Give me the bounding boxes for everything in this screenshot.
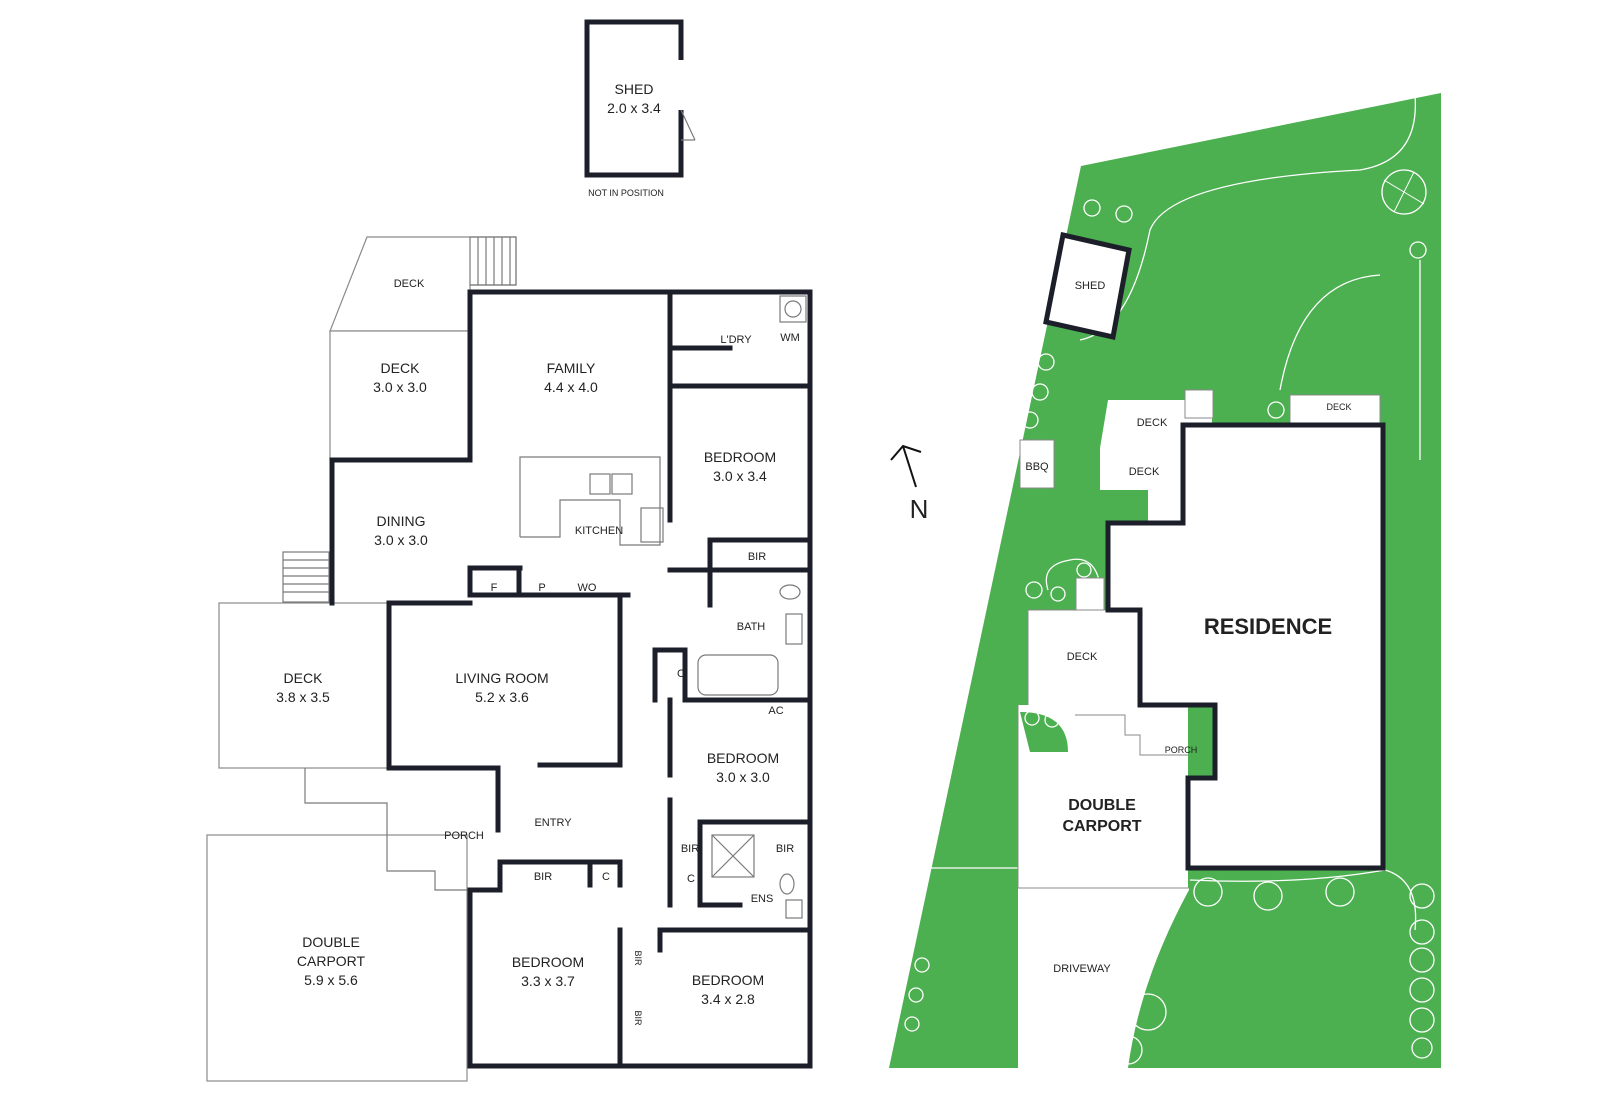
- bir-sw-label: BIR: [534, 871, 552, 883]
- site-deck-c-label: DECK: [1129, 466, 1160, 478]
- wo-label: WO: [578, 582, 597, 594]
- site-deck-b-label: DECK: [1326, 402, 1351, 412]
- family-label: FAMILY: [547, 360, 596, 376]
- fridge-label: F: [491, 582, 498, 594]
- porch-label: PORCH: [444, 830, 484, 842]
- carport-outline: [206, 834, 468, 1082]
- stairs-upper: [469, 236, 517, 286]
- compass-label: N: [910, 494, 929, 524]
- site-carport-label-1: DOUBLE: [1068, 797, 1136, 814]
- ac-label: AC: [768, 705, 783, 717]
- carport-label-1: DOUBLE: [302, 934, 360, 950]
- shed-size: 2.0 x 3.4: [607, 100, 661, 116]
- site-deck-a-label: DECK: [1137, 417, 1168, 429]
- site-porch-label: PORCH: [1165, 745, 1198, 755]
- north-compass: N: [890, 444, 929, 524]
- deck-lower-size: 3.8 x 3.5: [276, 689, 330, 705]
- bir-v2-label: BIR: [633, 1010, 643, 1026]
- entry-label: ENTRY: [534, 817, 572, 829]
- c-bath-label: C: [677, 668, 685, 680]
- residence-label: RESIDENCE: [1204, 614, 1332, 639]
- dining-size: 3.0 x 3.0: [374, 532, 428, 548]
- shed-detail: SHED 2.0 x 3.4 NOT IN POSITION: [584, 19, 696, 198]
- bir-mid-left-label: BIR: [681, 843, 699, 855]
- kitchen-label: KITCHEN: [575, 525, 623, 537]
- site-shed-label: SHED: [1075, 280, 1106, 292]
- deck-upper-label: DECK: [394, 278, 425, 290]
- bedroom-sw-size: 3.3 x 3.7: [521, 973, 575, 989]
- ens-label: ENS: [751, 893, 774, 905]
- site-deck-d-label: DECK: [1067, 651, 1098, 663]
- pantry-label: P: [538, 582, 545, 594]
- site-bbq-label: BBQ: [1025, 461, 1049, 473]
- bath-label: BATH: [737, 621, 766, 633]
- bedroom-se-size: 3.4 x 2.8: [701, 991, 755, 1007]
- trees: [904, 169, 1435, 1065]
- bedroom-sw-label: BEDROOM: [512, 954, 584, 970]
- floor-plan: DECK DECK 3.0 x 3.0 FAMILY 4.4 x 4.0 L'D…: [206, 236, 813, 1082]
- bedroom-ne-label: BEDROOM: [704, 449, 776, 465]
- laundry-label: L'DRY: [720, 334, 752, 346]
- c-ens-label: C: [687, 873, 695, 885]
- bir-v1-label: BIR: [633, 950, 643, 966]
- family-size: 4.4 x 4.0: [544, 379, 598, 395]
- stairs-west: [282, 551, 330, 603]
- bir-ne-label: BIR: [748, 551, 766, 563]
- bedroom-mid-size: 3.0 x 3.0: [716, 769, 770, 785]
- site-carport-label-2: CARPORT: [1062, 818, 1141, 835]
- deck-lower-outline: [218, 602, 390, 769]
- driveway-label: DRIVEWAY: [1053, 963, 1111, 975]
- bedroom-se-label: BEDROOM: [692, 972, 764, 988]
- site-shed: [1043, 231, 1132, 341]
- carport-size: 5.9 x 5.6: [304, 972, 358, 988]
- shed-name: SHED: [615, 81, 654, 97]
- deck-west-label: DECK: [381, 360, 421, 376]
- bedroom-mid-label: BEDROOM: [707, 750, 779, 766]
- deck-west-size: 3.0 x 3.0: [373, 379, 427, 395]
- living-size: 5.2 x 3.6: [475, 689, 529, 705]
- living-label: LIVING ROOM: [455, 670, 548, 686]
- dining-label: DINING: [377, 513, 426, 529]
- wm-label: WM: [780, 332, 800, 344]
- c-sw-label: C: [602, 871, 610, 883]
- shed-note: NOT IN POSITION: [588, 188, 664, 198]
- deck-west-outline: [329, 330, 471, 461]
- deck-lower-label: DECK: [284, 670, 324, 686]
- bir-mid-right-label: BIR: [776, 843, 794, 855]
- bedroom-ne-size: 3.0 x 3.4: [713, 468, 767, 484]
- site-plan: SHED DECK DECK DECK BBQ RESIDENCE DECK P…: [889, 93, 1441, 1068]
- carport-label-2: CARPORT: [297, 953, 366, 969]
